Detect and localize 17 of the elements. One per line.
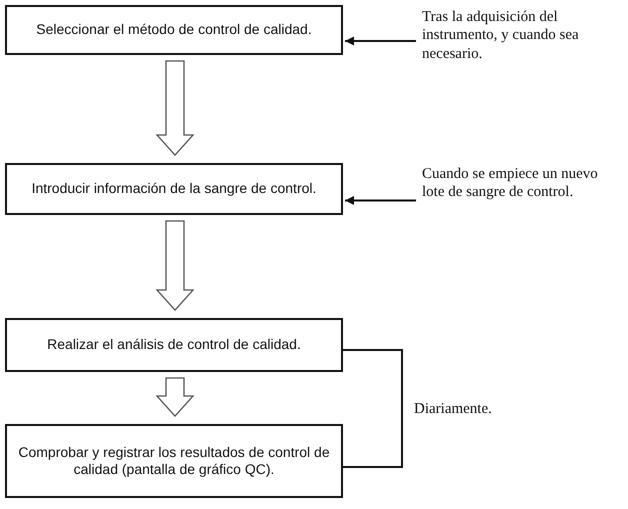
hollow-arrow bbox=[156, 60, 194, 156]
hollow-arrow bbox=[156, 220, 194, 311]
step-text: Realizar el análisis de control de calidad. bbox=[47, 336, 301, 354]
process-box bbox=[5, 424, 343, 498]
arrow bbox=[345, 196, 416, 205]
note-text: Cuando se empiece un nuevo lote de sangre de control. bbox=[422, 165, 599, 202]
step-text: Introducir información de la sangre de control. bbox=[32, 180, 316, 198]
process-box bbox=[5, 318, 343, 372]
step-text: Comprobar y registrar los resultados de control de calidad (pantalla de gráfico QC). bbox=[17, 444, 331, 478]
hollow-arrow bbox=[156, 377, 194, 417]
note-text: Tras la adquisición del instrumento, y cuando sea necesario. bbox=[422, 8, 580, 63]
bracket-connector bbox=[343, 349, 403, 468]
step-text: Seleccionar el método de control de calidad. bbox=[36, 21, 312, 39]
edge-label: Diariamente. bbox=[414, 400, 492, 418]
arrow bbox=[345, 36, 416, 46]
process-box bbox=[5, 163, 343, 215]
process-box bbox=[5, 5, 343, 55]
